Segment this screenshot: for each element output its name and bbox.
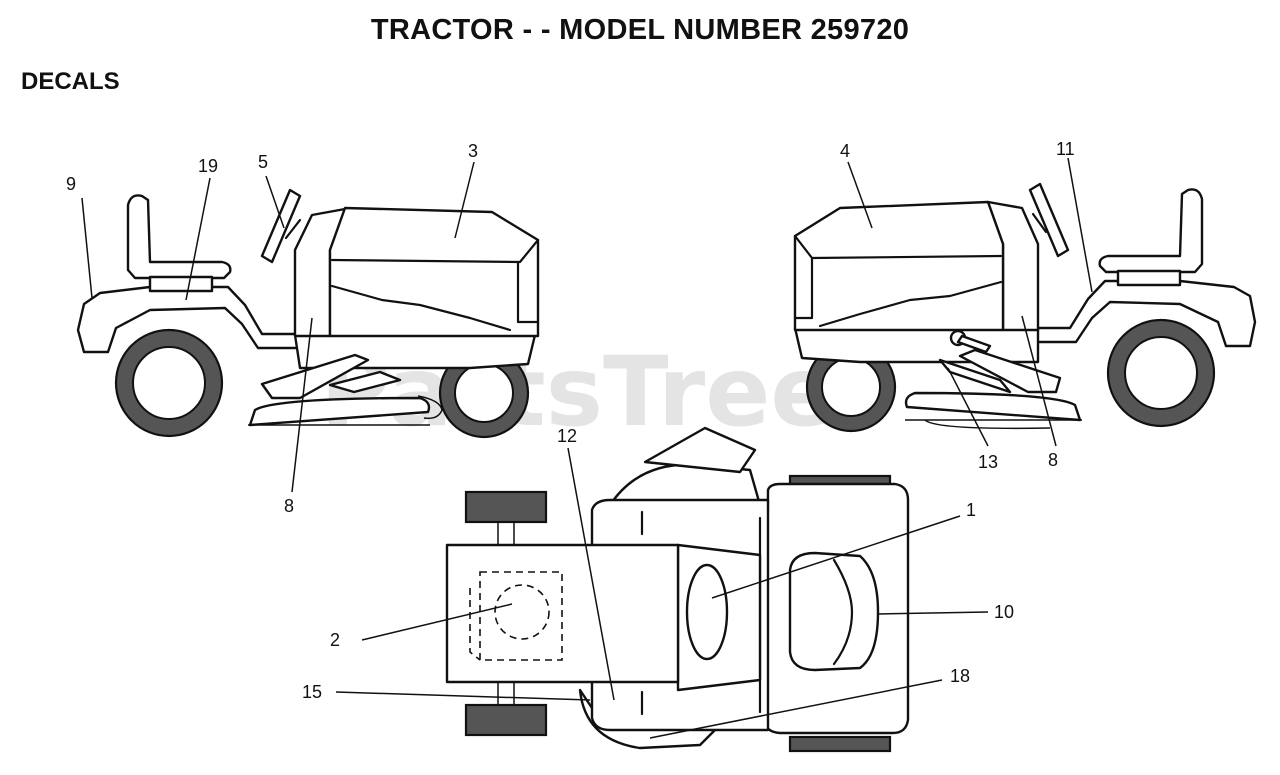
callout-10: 10 <box>994 602 1014 622</box>
top-discharge-chute <box>643 426 757 474</box>
tractor-right-side-view <box>793 182 1257 433</box>
top-steering-wheel <box>685 563 729 661</box>
section-heading: DECALS <box>21 68 120 95</box>
grille-side <box>516 260 540 324</box>
grille-side-right <box>793 256 814 320</box>
leader-19 <box>185 177 211 301</box>
top-deck-lower <box>578 688 722 750</box>
leader-18 <box>649 679 943 739</box>
leader-13 <box>947 367 989 447</box>
deck-skirt-right <box>924 419 1051 430</box>
callout-labels: 9 19 5 3 8 4 11 13 8 12 1 2 10 15 18 <box>66 139 1075 702</box>
hood <box>328 206 540 338</box>
leader-lines <box>81 157 1093 739</box>
front-axle-stubs <box>497 522 515 705</box>
top-front-tire-upper <box>464 490 548 524</box>
steering-column <box>284 218 302 240</box>
mower-deck <box>248 396 431 427</box>
leader-5 <box>265 175 285 229</box>
seat-base <box>148 275 214 293</box>
leader-9 <box>81 197 93 299</box>
top-front-tire-lower <box>464 703 548 737</box>
callout-13: 13 <box>978 452 998 472</box>
leader-8b <box>1021 315 1057 447</box>
top-rear-tire-lower <box>788 735 892 753</box>
hood-lower-line-right <box>818 280 1003 328</box>
top-seat <box>788 551 880 672</box>
hood-lower-line <box>330 284 512 332</box>
callout-5: 5 <box>258 152 268 172</box>
leader-8a <box>291 317 313 493</box>
callout-15: 15 <box>302 682 322 702</box>
steering-wheel <box>260 188 302 264</box>
leader-11 <box>1067 157 1093 293</box>
foot-rest <box>260 353 370 400</box>
lift-lever <box>956 334 992 354</box>
leader-15 <box>335 691 591 701</box>
steering-wheel-right <box>1028 182 1070 258</box>
leader-3 <box>454 161 475 239</box>
callout-19: 19 <box>198 156 218 176</box>
top-hood-decal-outline <box>479 571 563 661</box>
callout-12: 12 <box>557 426 577 446</box>
leader-10 <box>877 611 989 615</box>
page-title: TRACTOR - - MODEL NUMBER 259720 <box>370 14 910 46</box>
lift-linkage-right <box>938 358 1012 394</box>
tractor-left-side-view <box>76 188 540 439</box>
leader-12 <box>567 447 615 701</box>
hood-line <box>330 238 540 264</box>
callout-8-right: 8 <box>1048 450 1058 470</box>
leader-2 <box>361 603 513 641</box>
deck-chute <box>417 395 443 420</box>
seat <box>126 194 232 280</box>
seat-base-right <box>1116 269 1182 287</box>
callout-8-left: 8 <box>284 496 294 516</box>
mower-deck-right <box>904 391 1082 422</box>
top-hood-decal-back <box>469 588 481 661</box>
leader-1 <box>711 515 961 599</box>
foot-rest-right <box>958 348 1062 394</box>
tractor-top-view <box>445 426 910 753</box>
top-seat-back <box>832 558 854 666</box>
callout-18: 18 <box>950 666 970 686</box>
callout-2: 2 <box>330 630 340 650</box>
leader-4 <box>847 161 873 229</box>
chassis-frame-right <box>793 326 1040 364</box>
steering-column-right <box>1031 212 1048 234</box>
callout-4: 4 <box>840 141 850 161</box>
callout-11: 11 <box>1056 139 1075 159</box>
callout-1: 1 <box>966 500 976 520</box>
top-fuel-cap-outline <box>494 584 550 640</box>
callout-3: 3 <box>468 141 478 161</box>
deck-lift-linkage <box>328 370 402 394</box>
callout-9: 9 <box>66 174 76 194</box>
seat-right <box>1098 188 1204 274</box>
hood-right <box>793 200 1005 332</box>
